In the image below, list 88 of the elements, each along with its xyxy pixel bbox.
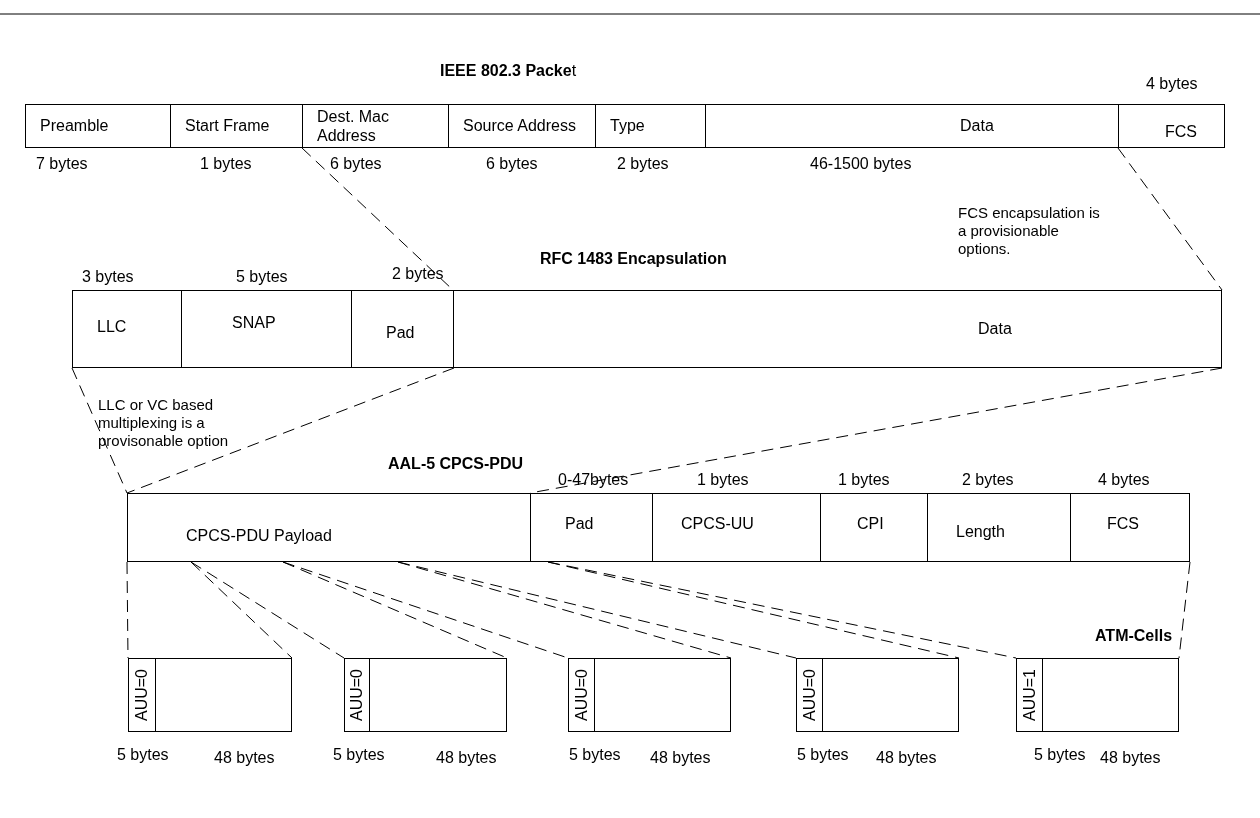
field-label: AUU=0 (132, 669, 152, 721)
field-label: Pad (386, 323, 416, 343)
section-title: AAL-5 CPCS-PDU (388, 455, 524, 473)
field-box (530, 493, 653, 562)
field-box (927, 493, 1071, 562)
payload-box (594, 658, 731, 732)
field-box (127, 493, 531, 562)
field-label: CPCS-PDU Payload (186, 525, 332, 546)
field-label: Preamble (40, 116, 110, 136)
field-label: Data (960, 116, 994, 136)
byte-size-label: 48 bytes (876, 748, 937, 768)
payload-box (369, 658, 507, 732)
payload-box (822, 658, 959, 732)
field-label: CPCS-UU (681, 513, 754, 534)
field-label: AUU=0 (799, 669, 819, 721)
field-box (181, 290, 352, 368)
byte-size-label: 7 bytes (36, 154, 88, 174)
byte-size-label: 2 bytes (617, 154, 669, 174)
field-box (820, 493, 928, 562)
field-label: Length (956, 521, 1006, 542)
field-label: FCS (1165, 122, 1198, 142)
field-box (448, 104, 596, 148)
projection-line (71, 367, 128, 494)
byte-size-label: 5 bytes (333, 745, 385, 765)
note-text: LLC or VC based multiplexing is a provisonable option (98, 396, 230, 450)
projection-line (190, 561, 345, 659)
byte-size-label: 2 bytes (962, 470, 1014, 490)
byte-size-label: 5 bytes (236, 267, 288, 287)
byte-size-label: 46-1500 bytes (810, 154, 912, 174)
section-title: ATM-Cells (1095, 627, 1173, 645)
field-label: CPI (857, 513, 885, 534)
byte-size-label: 1 bytes (697, 470, 749, 490)
projection-line (190, 561, 293, 659)
header-box (796, 658, 823, 732)
field-box (302, 104, 449, 148)
byte-size-label: 48 bytes (650, 748, 711, 768)
field-box (652, 493, 821, 562)
payload-box (155, 658, 292, 732)
header-box (1016, 658, 1043, 732)
field-label: Source Address (463, 116, 577, 136)
field-box (72, 290, 182, 368)
field-label: Data (978, 319, 1012, 339)
section-title: IEEE 802.3 Packet (440, 62, 577, 80)
byte-size-label: 48 bytes (214, 748, 275, 768)
field-box (595, 104, 706, 148)
byte-size-label: 5 bytes (797, 745, 849, 765)
byte-size-label: 4 bytes (1098, 470, 1150, 490)
byte-size-label: 6 bytes (486, 154, 538, 174)
field-box (705, 104, 1119, 148)
field-label: AUU=0 (571, 669, 591, 721)
byte-size-label: 48 bytes (1100, 748, 1161, 768)
byte-size-label: 0-47bytes (558, 470, 629, 490)
payload-box (1042, 658, 1179, 732)
byte-size-label: 1 bytes (838, 470, 890, 490)
field-label: SNAP (232, 313, 276, 333)
field-box (453, 290, 1222, 368)
field-label: Type (610, 116, 646, 136)
byte-size-label: 5 bytes (569, 745, 621, 765)
field-box (25, 104, 171, 148)
byte-size-label: 4 bytes (1146, 74, 1198, 94)
projection-line (126, 561, 129, 659)
field-label: Start Frame (185, 116, 271, 136)
note-text: FCS encapsulation is a provisionable options. (958, 204, 1101, 258)
projection-line (397, 561, 797, 659)
field-label: AUU=1 (1019, 669, 1039, 721)
byte-size-label: 3 bytes (82, 267, 134, 287)
projection-line (126, 367, 455, 494)
header-box (344, 658, 370, 732)
section-title: RFC 1483 Encapsulation (540, 250, 727, 268)
field-label: FCS (1107, 513, 1140, 534)
byte-size-label: 5 bytes (117, 745, 169, 765)
projection-line (1178, 561, 1191, 659)
field-box (1070, 493, 1190, 562)
byte-size-label: 6 bytes (330, 154, 382, 174)
header-box (128, 658, 156, 732)
field-box (1118, 104, 1225, 148)
field-box (170, 104, 303, 148)
byte-size-label: 5 bytes (1034, 745, 1086, 765)
field-label: Dest. Mac Address (317, 106, 390, 146)
field-label: Pad (565, 513, 595, 534)
projection-line (1117, 147, 1223, 291)
byte-size-label: 1 bytes (200, 154, 252, 174)
field-box (351, 290, 454, 368)
byte-size-label: 2 bytes (392, 264, 444, 284)
byte-size-label: 48 bytes (436, 748, 497, 768)
field-label: LLC (97, 317, 128, 337)
field-label: AUU=0 (347, 669, 367, 721)
header-box (568, 658, 595, 732)
